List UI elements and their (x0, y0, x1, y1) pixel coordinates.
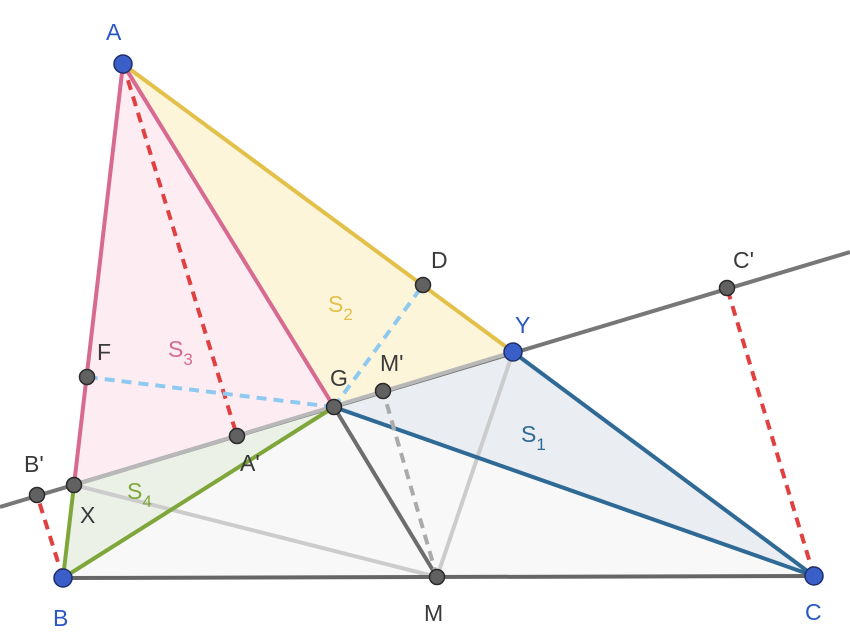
label-a: A (106, 19, 122, 45)
segment-yc (511, 350, 816, 578)
segment-xb (61, 484, 76, 579)
area-label-s3: S3 (168, 336, 193, 369)
point-f (78, 368, 96, 386)
label-b-prime: B' (24, 451, 44, 477)
segment-y-m (435, 351, 515, 578)
point-m (428, 568, 446, 586)
point-b-prime (28, 486, 46, 504)
point-g (325, 398, 343, 416)
segment-ab (72, 63, 125, 486)
label-d: D (431, 247, 448, 273)
point-a[interactable] (113, 54, 133, 74)
label-x: X (80, 502, 95, 528)
label-b: B (53, 605, 68, 631)
point-c[interactable] (804, 566, 824, 586)
point-x (65, 476, 83, 494)
label-m: M (424, 600, 443, 626)
point-a-prime (228, 427, 246, 445)
point-y[interactable] (503, 342, 523, 362)
segment-ay (121, 62, 515, 354)
label-f: F (97, 339, 111, 365)
label-c: C (805, 599, 822, 625)
segment-gm (332, 405, 439, 579)
segment-gc (333, 405, 815, 578)
dashed-g-f (86, 375, 335, 409)
label-g: G (330, 365, 348, 391)
label-y: Y (515, 312, 530, 338)
label-c-prime: C' (733, 247, 754, 273)
label-a-prime: A' (240, 450, 260, 476)
label-m-prime: M' (380, 350, 404, 376)
segment-xy (73, 350, 514, 487)
region-s1 (334, 352, 814, 576)
area-label-s2: S2 (328, 291, 353, 324)
dashed-g-d (332, 283, 425, 409)
region-s3 (74, 64, 334, 485)
region-center (63, 352, 814, 578)
point-c-prime (718, 279, 736, 297)
point-m-prime (374, 382, 392, 400)
dashed-b-bprime (35, 494, 65, 579)
area-label-s4: S4 (127, 478, 152, 511)
point-d (414, 276, 432, 294)
segment-ag (121, 62, 336, 409)
dashed-m-mprime (381, 390, 439, 578)
segment-gb (61, 405, 336, 580)
segment-x-m (73, 483, 438, 579)
area-label-s1: S1 (521, 421, 546, 454)
point-b[interactable] (53, 568, 73, 588)
region-s2 (123, 64, 513, 407)
dashed-a-aprime (121, 63, 239, 437)
